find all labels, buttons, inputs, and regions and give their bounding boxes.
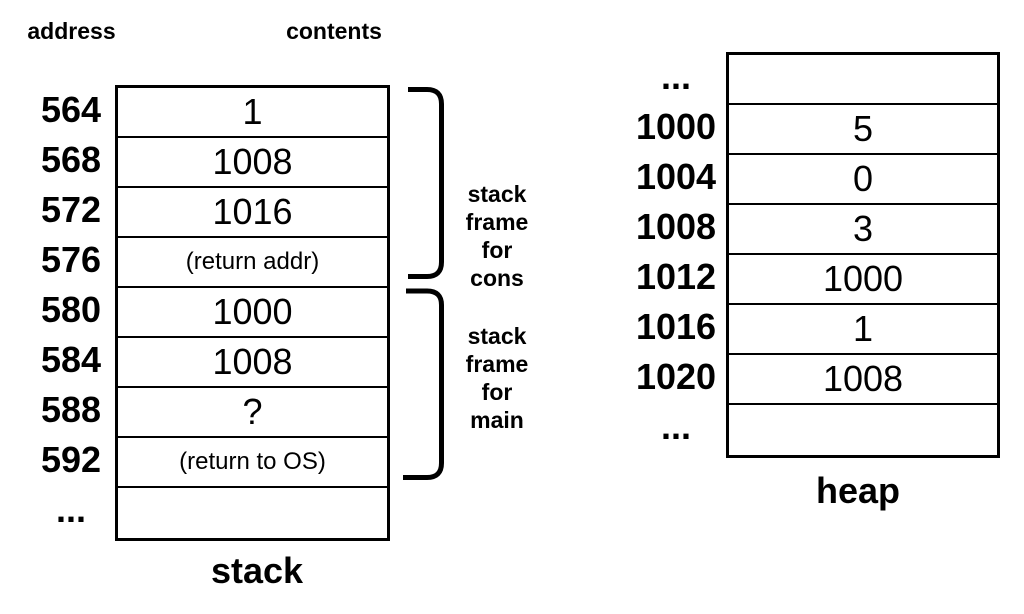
memory-cell xyxy=(118,488,387,538)
address-label: 1000 xyxy=(635,106,717,147)
cons-frame-label-line: stack xyxy=(467,181,527,207)
memory-cell: 1 xyxy=(729,305,997,355)
memory-cell: 0 xyxy=(729,155,997,205)
address-ellipsis: ... xyxy=(660,406,691,447)
cons-frame-brace xyxy=(408,87,444,279)
address-ellipsis: ... xyxy=(55,489,86,530)
cons-frame-label-line: for xyxy=(481,237,513,263)
memory-cell: ? xyxy=(118,388,387,438)
heap-table: 5 0 3 1000 1 1008 xyxy=(726,52,1000,458)
memory-cell: 1000 xyxy=(118,288,387,338)
memory-cell: 1008 xyxy=(118,138,387,188)
main-frame-label: stack frame for main xyxy=(447,322,547,434)
main-frame-brace xyxy=(403,288,444,480)
memory-cell: (return to OS) xyxy=(118,438,387,488)
main-frame-label-line: stack xyxy=(467,323,527,349)
memory-cell: 1008 xyxy=(729,355,997,405)
heap-caption: heap xyxy=(815,470,901,511)
main-frame-label-line: main xyxy=(470,407,524,433)
memory-cell: (return addr) xyxy=(118,238,387,288)
address-label: 572 xyxy=(40,189,102,230)
main-frame-label-line: frame xyxy=(465,351,529,377)
memory-cell xyxy=(729,55,997,105)
main-frame-label-line: for xyxy=(481,379,513,405)
address-label: 580 xyxy=(40,289,102,330)
address-ellipsis: ... xyxy=(660,56,691,97)
address-label: 564 xyxy=(40,89,102,130)
cons-frame-label-line: frame xyxy=(465,209,529,235)
address-label: 1012 xyxy=(635,256,717,297)
memory-cell: 3 xyxy=(729,205,997,255)
cons-frame-label-line: cons xyxy=(470,265,524,291)
address-label: 592 xyxy=(40,439,102,480)
address-label: 576 xyxy=(40,239,102,280)
contents-column-header: contents xyxy=(286,18,382,44)
memory-cell: 1016 xyxy=(118,188,387,238)
address-label: 1020 xyxy=(635,356,717,397)
address-label: 1016 xyxy=(635,306,717,347)
stack-caption: stack xyxy=(210,550,304,591)
address-label: 568 xyxy=(40,139,102,180)
heap-address-column: ... 1000 1004 1008 1012 1016 1020 ... xyxy=(596,52,756,452)
memory-cell: 1008 xyxy=(118,338,387,388)
memory-cell: 1 xyxy=(118,88,387,138)
memory-cell: 5 xyxy=(729,105,997,155)
cons-frame-label: stack frame for cons xyxy=(447,180,547,292)
address-label: 588 xyxy=(40,389,102,430)
memory-cell: 1000 xyxy=(729,255,997,305)
stack-table: 1 1008 1016 (return addr) 1000 1008 ? (r… xyxy=(115,85,390,541)
address-label: 584 xyxy=(40,339,102,380)
address-label: 1008 xyxy=(635,206,717,247)
address-label: 1004 xyxy=(635,156,717,197)
address-column-header: address xyxy=(27,18,116,44)
memory-cell xyxy=(729,405,997,455)
stack-address-column: 564 568 572 576 580 584 588 592 ... xyxy=(10,85,132,535)
